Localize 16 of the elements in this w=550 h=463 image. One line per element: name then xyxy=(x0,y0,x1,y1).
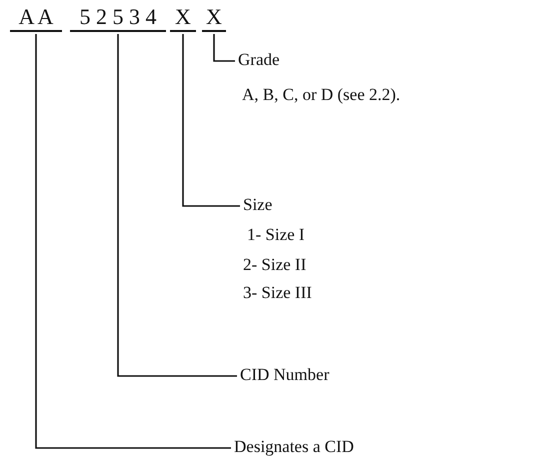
field-value: 1- Size I xyxy=(247,224,305,246)
code-segment: X xyxy=(170,4,196,32)
field-label: CID Number xyxy=(240,364,330,386)
code-segment: 5 2 5 3 4 xyxy=(70,4,166,32)
leader-line xyxy=(35,34,231,449)
field-label: Size xyxy=(243,194,272,216)
field-value: 3- Size III xyxy=(243,282,312,304)
field-value: 2- Size II xyxy=(243,254,306,276)
leader-line xyxy=(117,34,237,377)
field-label: Grade xyxy=(238,49,280,71)
code-segment: A A xyxy=(10,4,62,32)
leader-line xyxy=(213,34,235,62)
code-segment: X xyxy=(202,4,226,32)
leader-line xyxy=(182,34,240,207)
field-label: Designates a CID xyxy=(234,436,354,458)
field-value: A, B, C, or D (see 2.2). xyxy=(242,84,400,106)
